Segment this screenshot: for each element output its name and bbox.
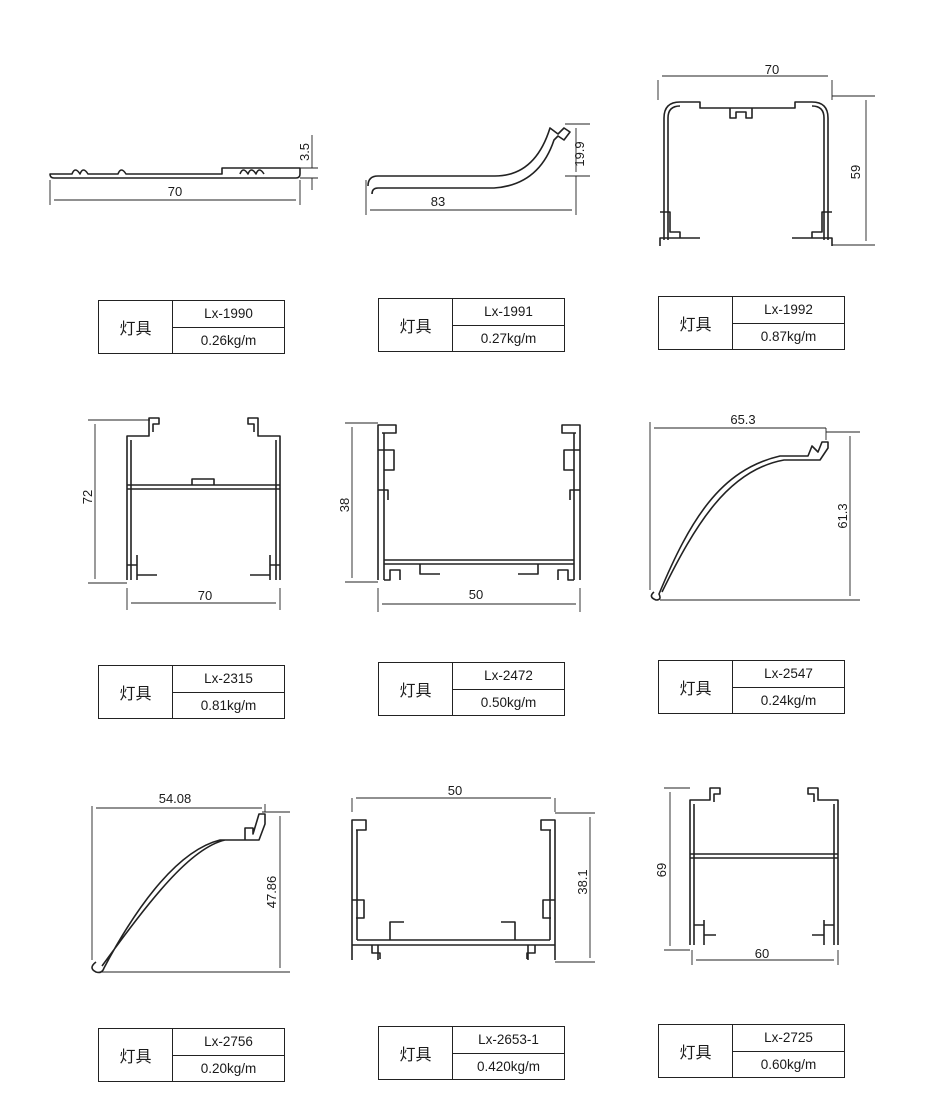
dim-width: 50 bbox=[469, 587, 483, 602]
category-label: 灯具 bbox=[99, 1029, 173, 1081]
category-label: 灯具 bbox=[99, 301, 173, 353]
weight-per-meter: 0.87kg/m bbox=[760, 328, 817, 344]
dim-height: 61.3 bbox=[835, 503, 850, 528]
model-number: Lx-1992 bbox=[733, 297, 844, 324]
dim-height: 19.9 bbox=[572, 141, 587, 166]
category-label: 灯具 bbox=[659, 297, 733, 349]
model-number: Lx-2472 bbox=[453, 663, 564, 690]
category-label: 灯具 bbox=[379, 299, 453, 351]
model-number: Lx-2315 bbox=[173, 666, 284, 693]
model-number: Lx-2547 bbox=[733, 661, 844, 688]
weight-per-meter: 0.24kg/m bbox=[760, 692, 817, 708]
dim-width: 50 bbox=[448, 783, 462, 798]
category-label: 灯具 bbox=[99, 666, 173, 718]
profile-drawing-lx-1992: 70 59 bbox=[657, 62, 875, 246]
weight-per-meter: 0.27kg/m bbox=[480, 330, 537, 346]
weight-per-meter: 0.26kg/m bbox=[200, 332, 257, 348]
model-number: Lx-2653-1 bbox=[453, 1027, 564, 1054]
category-label: 灯具 bbox=[659, 1025, 733, 1077]
profile-drawing-lx-2725: 69 60 bbox=[654, 787, 839, 965]
spec-table-lx-1990: 灯具 Lx-1990 0.26kg/m bbox=[98, 300, 285, 354]
dim-height: 69 bbox=[654, 863, 669, 877]
dim-width: 70 bbox=[765, 62, 779, 77]
category-label: 灯具 bbox=[379, 1027, 453, 1079]
spec-table-lx-1991: 灯具 Lx-1991 0.27kg/m bbox=[378, 298, 565, 352]
dim-height: 72 bbox=[80, 490, 95, 504]
weight-per-meter: 0.420kg/m bbox=[476, 1058, 541, 1074]
spec-table-lx-2653-1: 灯具 Lx-2653-1 0.420kg/m bbox=[378, 1026, 565, 1080]
model-number: Lx-2756 bbox=[173, 1029, 284, 1056]
category-label: 灯具 bbox=[379, 663, 453, 715]
spec-table-lx-1992: 灯具 Lx-1992 0.87kg/m bbox=[658, 296, 845, 350]
dim-width: 70 bbox=[168, 184, 182, 199]
dim-width: 70 bbox=[198, 588, 212, 603]
dim-width: 65.3 bbox=[730, 412, 755, 427]
dim-height: 38.1 bbox=[575, 869, 590, 894]
dim-height: 3.5 bbox=[297, 143, 312, 161]
profile-drawing-lx-1991: 83 19.9 bbox=[365, 123, 590, 215]
dim-height: 38 bbox=[337, 498, 352, 512]
profile-drawing-lx-2315: 72 70 bbox=[80, 417, 281, 610]
weight-per-meter: 0.50kg/m bbox=[480, 694, 537, 710]
profile-drawing-lx-2756: 54.08 47.86 bbox=[91, 791, 290, 974]
weight-per-meter: 0.20kg/m bbox=[200, 1060, 257, 1076]
profile-drawing-lx-2472: 38 50 bbox=[337, 422, 581, 612]
dim-height: 47.86 bbox=[264, 876, 279, 909]
dim-width: 54.08 bbox=[159, 791, 192, 806]
category-label: 灯具 bbox=[659, 661, 733, 713]
weight-per-meter: 0.81kg/m bbox=[200, 697, 257, 713]
spec-table-lx-2725: 灯具 Lx-2725 0.60kg/m bbox=[658, 1024, 845, 1078]
spec-table-lx-2756: 灯具 Lx-2756 0.20kg/m bbox=[98, 1028, 285, 1082]
spec-table-lx-2547: 灯具 Lx-2547 0.24kg/m bbox=[658, 660, 845, 714]
profile-drawing-lx-2653-1: 50 38.1 bbox=[351, 783, 595, 963]
profile-drawing-lx-2547: 65.3 61.3 bbox=[649, 412, 860, 601]
model-number: Lx-1990 bbox=[173, 301, 284, 328]
spec-table-lx-2472: 灯具 Lx-2472 0.50kg/m bbox=[378, 662, 565, 716]
dim-width: 83 bbox=[431, 194, 445, 209]
spec-table-lx-2315: 灯具 Lx-2315 0.81kg/m bbox=[98, 665, 285, 719]
model-number: Lx-1991 bbox=[453, 299, 564, 326]
profile-drawing-lx-1990: 70 3.5 bbox=[49, 135, 318, 205]
weight-per-meter: 0.60kg/m bbox=[760, 1056, 817, 1072]
dim-height: 59 bbox=[848, 165, 863, 179]
model-number: Lx-2725 bbox=[733, 1025, 844, 1052]
dim-width: 60 bbox=[755, 946, 769, 961]
